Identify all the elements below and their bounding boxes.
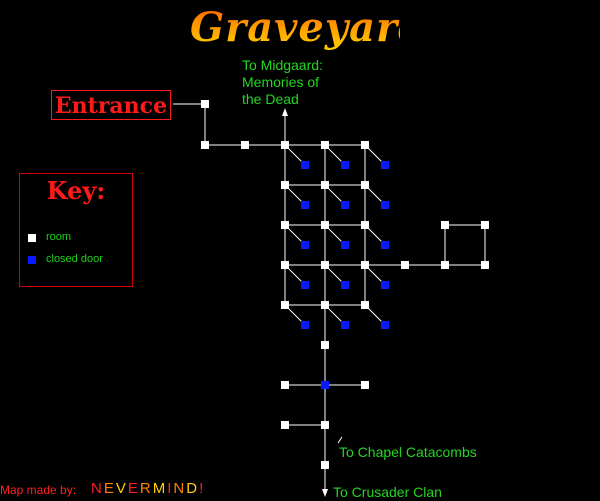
credit-prefix: Map made by: <box>0 483 77 497</box>
map-title: Graveyard <box>190 4 428 51</box>
room-icon <box>321 141 329 149</box>
room-icon <box>361 181 369 189</box>
closed-door-icon <box>381 321 389 329</box>
arrow-up-icon <box>282 108 288 116</box>
exit-label-chapel-catacombs: To Chapel Catacombs <box>339 444 477 460</box>
entrance-label-box: Entrance <box>51 90 171 120</box>
closed-door-icon <box>381 241 389 249</box>
credit-letter: N <box>91 480 104 497</box>
closed-door-icon <box>341 321 349 329</box>
room-icon <box>481 261 489 269</box>
room-icon <box>281 261 289 269</box>
room-icon <box>321 301 329 309</box>
room-icon <box>361 141 369 149</box>
arrow-down-icon <box>322 489 328 497</box>
key-door-label: closed door <box>46 253 103 265</box>
room-icon <box>361 221 369 229</box>
room-icon <box>241 141 249 149</box>
exit-label-crusader-clan: To Crusader Clan <box>333 484 442 500</box>
room-swatch-icon <box>28 234 36 242</box>
credit-letter: D <box>186 480 200 497</box>
room-icon <box>281 141 289 149</box>
credit-letter: ! <box>199 480 206 497</box>
room-icon <box>281 221 289 229</box>
closed-door-icon <box>341 161 349 169</box>
closed-door-icon <box>301 201 309 209</box>
room-icon <box>361 381 369 389</box>
closed-door-icon <box>381 281 389 289</box>
credit-letter: E <box>103 480 116 497</box>
room-icon <box>481 221 489 229</box>
key-title: Key: <box>46 176 106 205</box>
closed-door-icon <box>321 381 329 389</box>
room-icon <box>321 221 329 229</box>
credit-letter: R <box>139 480 153 497</box>
map-key: Key: room closed door <box>19 173 133 287</box>
closed-door-icon <box>341 241 349 249</box>
room-icon <box>321 341 329 349</box>
room-icon <box>201 141 209 149</box>
room-icon <box>441 221 449 229</box>
exit-label-midgaard: To Midgaard: Memories of the Dead <box>242 57 323 108</box>
room-icon <box>281 181 289 189</box>
room-icon <box>201 100 209 108</box>
midgaard-line-1: To Midgaard: <box>242 57 323 73</box>
closed-door-icon <box>301 321 309 329</box>
room-icon <box>321 261 329 269</box>
room-icon <box>281 421 289 429</box>
room-icon <box>281 301 289 309</box>
room-icon <box>321 461 329 469</box>
closed-door-icon <box>301 161 309 169</box>
closed-door-icon <box>341 201 349 209</box>
chapel-marker-icon <box>337 436 343 444</box>
closed-door-icon <box>381 201 389 209</box>
midgaard-line-2: Memories of <box>242 74 320 90</box>
credit-letter: E <box>127 480 140 497</box>
room-icon <box>361 301 369 309</box>
closed-door-icon <box>341 281 349 289</box>
entrance-label: Entrance <box>54 93 168 119</box>
credit-letter: N <box>173 480 187 497</box>
room-icon <box>361 261 369 269</box>
credit-letter: M <box>152 480 168 497</box>
credit-letter: I <box>167 480 174 497</box>
closed-door-icon <box>381 161 389 169</box>
room-icon <box>321 421 329 429</box>
room-icon <box>321 181 329 189</box>
closed-door-icon <box>301 241 309 249</box>
key-room-label: room <box>46 231 72 243</box>
closed-door-swatch-icon <box>28 256 36 264</box>
closed-door-icon <box>301 281 309 289</box>
room-icon <box>281 381 289 389</box>
credit-author: NEVERMIND! <box>91 480 205 497</box>
room-icon <box>441 261 449 269</box>
room-icon <box>401 261 409 269</box>
credit-letter: V <box>115 480 128 497</box>
midgaard-line-3: the Dead <box>242 91 299 107</box>
